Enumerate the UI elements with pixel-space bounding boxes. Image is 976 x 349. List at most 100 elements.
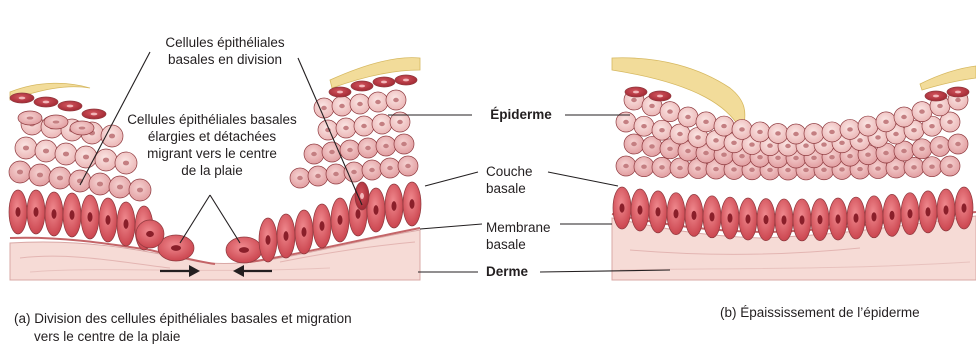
spinous-cell [940,156,960,176]
spinous-cell [750,122,770,142]
basal-cell [649,191,667,233]
spinous-cell [308,166,328,186]
spinous-cell [304,144,324,164]
caption-b: (b) Épaississement de l’épiderme [720,304,950,322]
spinous-cell [368,92,388,112]
caption-a-line1: (a) Division des cellules épithéliales b… [14,310,394,328]
spinous-cell [350,94,370,114]
label-migrating-cells-line2: élargies et détachées [118,128,306,145]
spinous-cell [912,102,932,122]
basal-cell [81,195,99,239]
spinous-cell [336,118,356,138]
basal-cell [27,190,45,234]
leader-basal-left [425,172,478,186]
migrating-cell [226,237,262,263]
spinous-cell [380,158,400,178]
spinous-cell [616,156,636,176]
spinous-cell [344,162,364,182]
spinous-cell [948,134,968,154]
basal-cell [9,190,27,234]
basal-cell [685,194,703,236]
spinous-cell [840,119,860,139]
spinous-cell [652,157,672,177]
spinous-cell [49,167,71,189]
epidermis-b-cells [613,87,973,241]
granular-cell [10,93,34,103]
basal-cell [367,188,385,232]
upper-cell [70,121,94,135]
spinous-cell [362,160,382,180]
leader-migrating-right [210,195,240,243]
spinous-cell [696,112,716,132]
spinous-cell [55,143,77,165]
spinous-cell [394,134,414,154]
basal-cell [331,198,349,242]
label-basement-membrane: Membrane basale [486,219,558,253]
basal-cell [613,187,631,229]
dermis-a-left [10,230,420,280]
spinous-cell [69,170,91,192]
spinous-cell [386,90,406,110]
basal-cell [757,199,775,241]
granular-cell [58,101,82,111]
spinous-cell [922,157,942,177]
label-basal-layer-line2: basale [486,180,546,197]
basal-cell [63,193,81,237]
basal-cell [385,184,403,228]
granular-cell [82,109,106,119]
spinous-cell [340,140,360,160]
spinous-cell [354,116,374,136]
basal-cell [811,199,829,241]
basal-cell [277,214,295,258]
spinous-cell [894,107,914,127]
spinous-cell [29,164,51,186]
basal-cell [703,196,721,238]
basal-cell [739,198,757,240]
basal-cell [865,196,883,238]
dividing-cell [355,182,369,210]
basal-cell [793,199,811,241]
granular-cell [373,77,395,87]
label-dividing-cells: Cellules épithéliales basales en divisio… [150,34,300,68]
basal-cell [883,194,901,236]
spinous-cell [129,179,151,201]
label-dividing-cells-line2: basales en division [150,51,300,68]
spinous-cell [318,120,338,140]
basal-cell [847,197,865,239]
basal-cell [937,189,955,231]
spinous-cell [714,116,734,136]
label-basement-membrane-line2: basale [486,236,558,253]
label-dermis: Derme [486,263,538,280]
spinous-cell [678,107,698,127]
spinous-cell [9,161,31,183]
leader-migrating-left [180,195,210,243]
basal-cell [295,210,313,254]
basal-cell [955,187,973,229]
spinous-cell [634,116,654,136]
basal-cell [631,189,649,231]
granular-cell [925,91,947,101]
label-epidermis: Épiderme [478,106,564,123]
basal-cell [667,193,685,235]
basal-cell [313,204,331,248]
granular-cell [34,97,58,107]
spinous-cell [804,123,824,143]
spinous-cell [858,116,878,136]
spinous-cell [912,139,932,159]
label-migrating-cells: Cellules épithéliales basales élargies e… [118,111,306,179]
spinous-cell [624,134,644,154]
basal-cell [721,197,739,239]
spinous-cell [75,146,97,168]
label-basal-layer: Couche basale [486,163,546,197]
granular-cell [625,87,647,97]
keratin-b-right [920,66,976,90]
label-migrating-cells-line1: Cellules épithéliales basales [118,111,306,128]
leader-membrane-left [420,224,482,229]
label-migrating-cells-line4: de la plaie [118,162,306,179]
basal-cell [99,198,117,242]
caption-a: (a) Division des cellules épithéliales b… [14,310,394,346]
basal-cell [403,182,421,226]
spinous-cell [332,96,352,116]
label-basement-membrane-line1: Membrane [486,219,558,236]
spinous-cell [768,123,788,143]
